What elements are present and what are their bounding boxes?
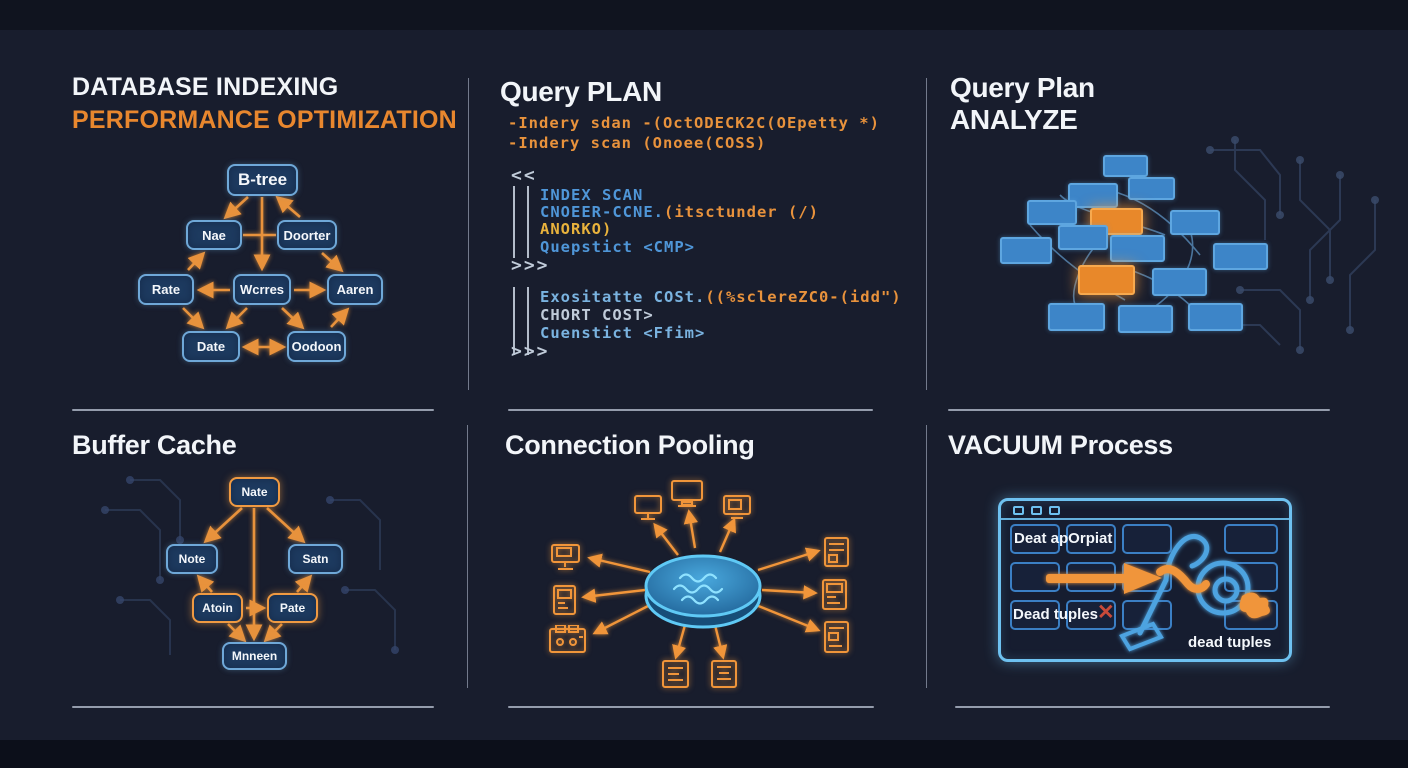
x-mark-icon: ✕ bbox=[1097, 601, 1115, 624]
connection-doc-icon bbox=[823, 536, 850, 568]
code-line: -Indery scan (Onoee(COSS) bbox=[508, 134, 767, 152]
connection-printer-icon bbox=[548, 625, 587, 654]
code-chevrons-close: >>> bbox=[511, 255, 550, 276]
code-line: Quepstict <CMP> bbox=[540, 238, 695, 256]
code-line: Cuenstict <Ffim> bbox=[540, 324, 706, 342]
analyze-plan-node bbox=[1048, 303, 1105, 331]
buffer-node: Pate bbox=[267, 593, 318, 623]
analyze-plan-node bbox=[1110, 235, 1165, 262]
divider-horizontal bbox=[955, 706, 1330, 708]
client-monitor-icon bbox=[670, 479, 704, 509]
analyze-plan-node bbox=[1068, 183, 1118, 208]
divider-vertical bbox=[468, 78, 469, 390]
table-cell bbox=[1122, 524, 1172, 554]
bottom-strip bbox=[0, 740, 1408, 768]
divider-horizontal bbox=[948, 409, 1330, 411]
divider-horizontal bbox=[72, 706, 434, 708]
analyze-plan-node bbox=[1000, 237, 1052, 264]
buffer-node: Nate bbox=[229, 477, 280, 507]
top-strip bbox=[0, 0, 1408, 30]
analyze-plan-node bbox=[1128, 177, 1175, 200]
connection-doc-icon bbox=[661, 659, 690, 689]
buffer-node: Note bbox=[166, 544, 218, 574]
vacuum-dead-tuples-label: Dead tuples bbox=[1013, 606, 1099, 623]
table-cell bbox=[1010, 524, 1060, 554]
btree-node: Date bbox=[182, 331, 240, 362]
analyze-plan-node bbox=[1118, 305, 1173, 333]
table-cell bbox=[1224, 524, 1278, 554]
analyze-plan-node bbox=[1213, 243, 1268, 270]
analyze-plan-node bbox=[1103, 155, 1148, 177]
window-control-icon bbox=[1049, 506, 1060, 515]
panel-indexing-title-line2: PERFORMANCE OPTIMIZATION bbox=[72, 106, 457, 134]
buffer-circuit-decoration bbox=[101, 476, 399, 655]
connection-doc-icon bbox=[821, 578, 848, 611]
panel-vacuum-title: VACUUM Process bbox=[948, 430, 1173, 460]
code-chevrons-close: >>> bbox=[511, 341, 550, 362]
panel-analyze-title-line1: Query Plan bbox=[950, 72, 1095, 103]
code-line: INDEX SCAN bbox=[540, 186, 644, 204]
client-monitor-icon bbox=[550, 543, 581, 572]
pooling-diagram bbox=[581, 509, 821, 660]
buffer-node: Atoin bbox=[192, 593, 243, 623]
divider-vertical bbox=[467, 425, 468, 688]
analyze-plan-node-highlighted bbox=[1078, 265, 1135, 295]
analyze-plan-node bbox=[1188, 303, 1243, 331]
btree-node: Wcrres bbox=[233, 274, 291, 305]
btree-node: Doorter bbox=[277, 220, 337, 250]
code-line: Exositatte COSt.((%sclereZC0-(idd") bbox=[540, 288, 902, 306]
divider-vertical bbox=[926, 425, 927, 688]
window-control-icon bbox=[1031, 506, 1042, 515]
table-cell bbox=[1066, 524, 1116, 554]
divider-horizontal bbox=[508, 706, 874, 708]
analyze-plan-node bbox=[1170, 210, 1220, 235]
table-cell bbox=[1010, 600, 1060, 630]
vacuum-cell-label: Deat apOrpiat bbox=[1014, 530, 1113, 547]
divider-vertical bbox=[926, 78, 927, 390]
btree-node: Nae bbox=[186, 220, 242, 250]
table-cell bbox=[1066, 600, 1116, 630]
divider-horizontal bbox=[72, 409, 434, 411]
btree-node: Rate bbox=[138, 274, 194, 305]
panel-analyze-title-line2: ANALYZE bbox=[950, 104, 1078, 135]
code-line: ANORKO) bbox=[540, 220, 613, 238]
panel-buffer-title: Buffer Cache bbox=[72, 430, 237, 460]
analyze-plan-node bbox=[1058, 225, 1108, 250]
analyze-plan-node bbox=[1027, 200, 1077, 225]
btree-node: Aaren bbox=[327, 274, 383, 305]
buffer-node: Mnneen bbox=[222, 642, 287, 670]
connection-doc-icon bbox=[710, 659, 738, 689]
connection-doc-icon bbox=[552, 584, 577, 616]
btree-node-root: B-tree bbox=[227, 164, 298, 196]
connection-doc-icon bbox=[823, 620, 850, 654]
buffer-node: Satn bbox=[288, 544, 343, 574]
code-line: -Indery sdan -(OctODECK2C(OEpetty *) bbox=[508, 114, 880, 132]
window-control-icon bbox=[1013, 506, 1024, 515]
code-line: CNOEER-CCNE.(itsctunder (/) bbox=[540, 203, 819, 221]
vacuum-caption: dead tuples bbox=[1188, 634, 1272, 651]
panel-pooling-title: Connection Pooling bbox=[505, 430, 755, 460]
code-line: CHORT COST> bbox=[540, 306, 654, 324]
buffer-arrows bbox=[196, 507, 313, 643]
panel-indexing-title-line1: DATABASE INDEXING bbox=[72, 73, 339, 101]
btree-node: Oodoon bbox=[287, 331, 346, 362]
code-chevrons-open: << bbox=[511, 165, 537, 186]
btree-arrows bbox=[182, 195, 350, 356]
client-monitor-icon bbox=[722, 494, 752, 522]
analyze-plan-node bbox=[1152, 268, 1207, 296]
vacuum-cleaner-icon bbox=[1046, 533, 1270, 652]
client-monitor-icon bbox=[633, 494, 663, 522]
divider-horizontal bbox=[508, 409, 873, 411]
panel-queryplan-title: Query PLAN bbox=[500, 76, 662, 107]
